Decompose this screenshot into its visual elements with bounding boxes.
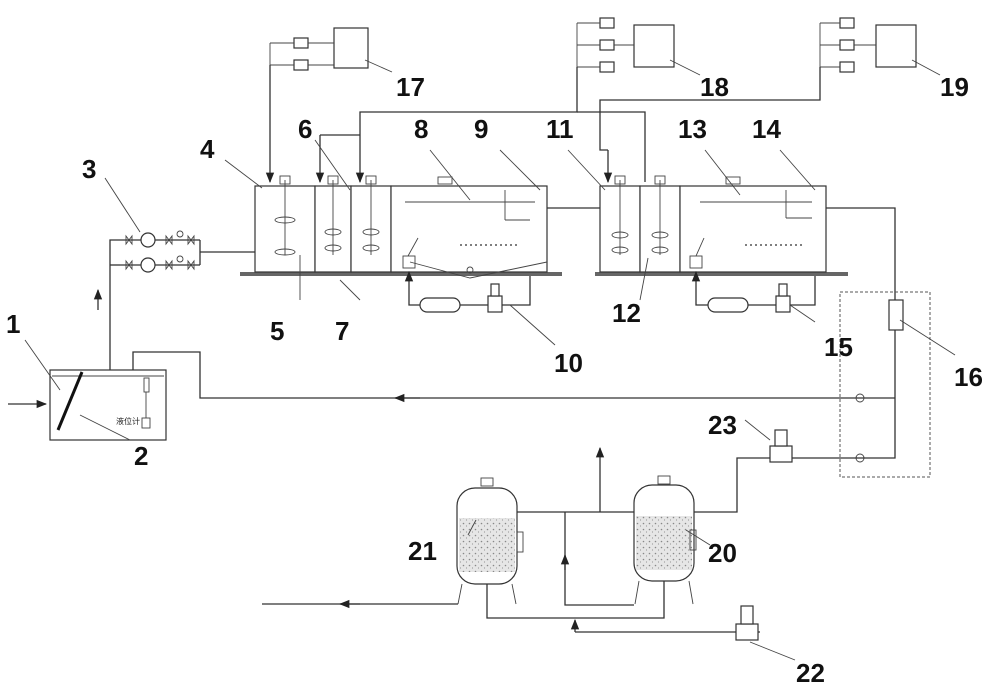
label-18: 18 <box>700 72 729 102</box>
filter-vessel-21 <box>456 477 524 605</box>
label-19: 19 <box>940 72 969 102</box>
label-12: 12 <box>612 298 641 328</box>
label-8: 8 <box>414 114 428 144</box>
label-3: 3 <box>82 154 96 184</box>
label-6: 6 <box>298 114 312 144</box>
treatment-train-2 <box>595 175 848 276</box>
dissolved-air-pump-15 <box>691 270 816 313</box>
label-13: 13 <box>678 114 707 144</box>
dissolved-air-pump-10 <box>404 270 531 313</box>
label-10: 10 <box>554 348 583 378</box>
label-16: 16 <box>954 362 983 392</box>
label-23: 23 <box>708 410 737 440</box>
dosing-unit-18 <box>576 17 675 73</box>
level-gauge-label: 液位计 <box>116 416 140 426</box>
label-21: 21 <box>408 536 437 566</box>
leader-lines <box>24 59 956 661</box>
label-9: 9 <box>474 114 488 144</box>
filter-box-16 <box>839 291 931 478</box>
backwash-pump-22 <box>735 605 759 641</box>
label-5: 5 <box>270 316 284 346</box>
filter-vessel-20 <box>633 475 697 605</box>
label-17: 17 <box>396 72 425 102</box>
collection-sump: 液位计 <box>49 369 167 441</box>
dosing-unit-19 <box>819 17 917 73</box>
label-14: 14 <box>752 114 781 144</box>
dosing-unit-17 <box>269 27 369 71</box>
label-1: 1 <box>6 309 20 339</box>
label-22: 22 <box>796 658 825 688</box>
lift-pump-group <box>120 230 201 273</box>
booster-pump-23 <box>769 429 793 463</box>
label-7: 7 <box>335 316 349 346</box>
label-4: 4 <box>200 134 215 164</box>
label-11: 11 <box>546 114 574 144</box>
treatment-train-1 <box>240 175 562 279</box>
label-15: 15 <box>824 332 853 362</box>
label-20: 20 <box>708 538 737 568</box>
label-2: 2 <box>134 441 148 471</box>
